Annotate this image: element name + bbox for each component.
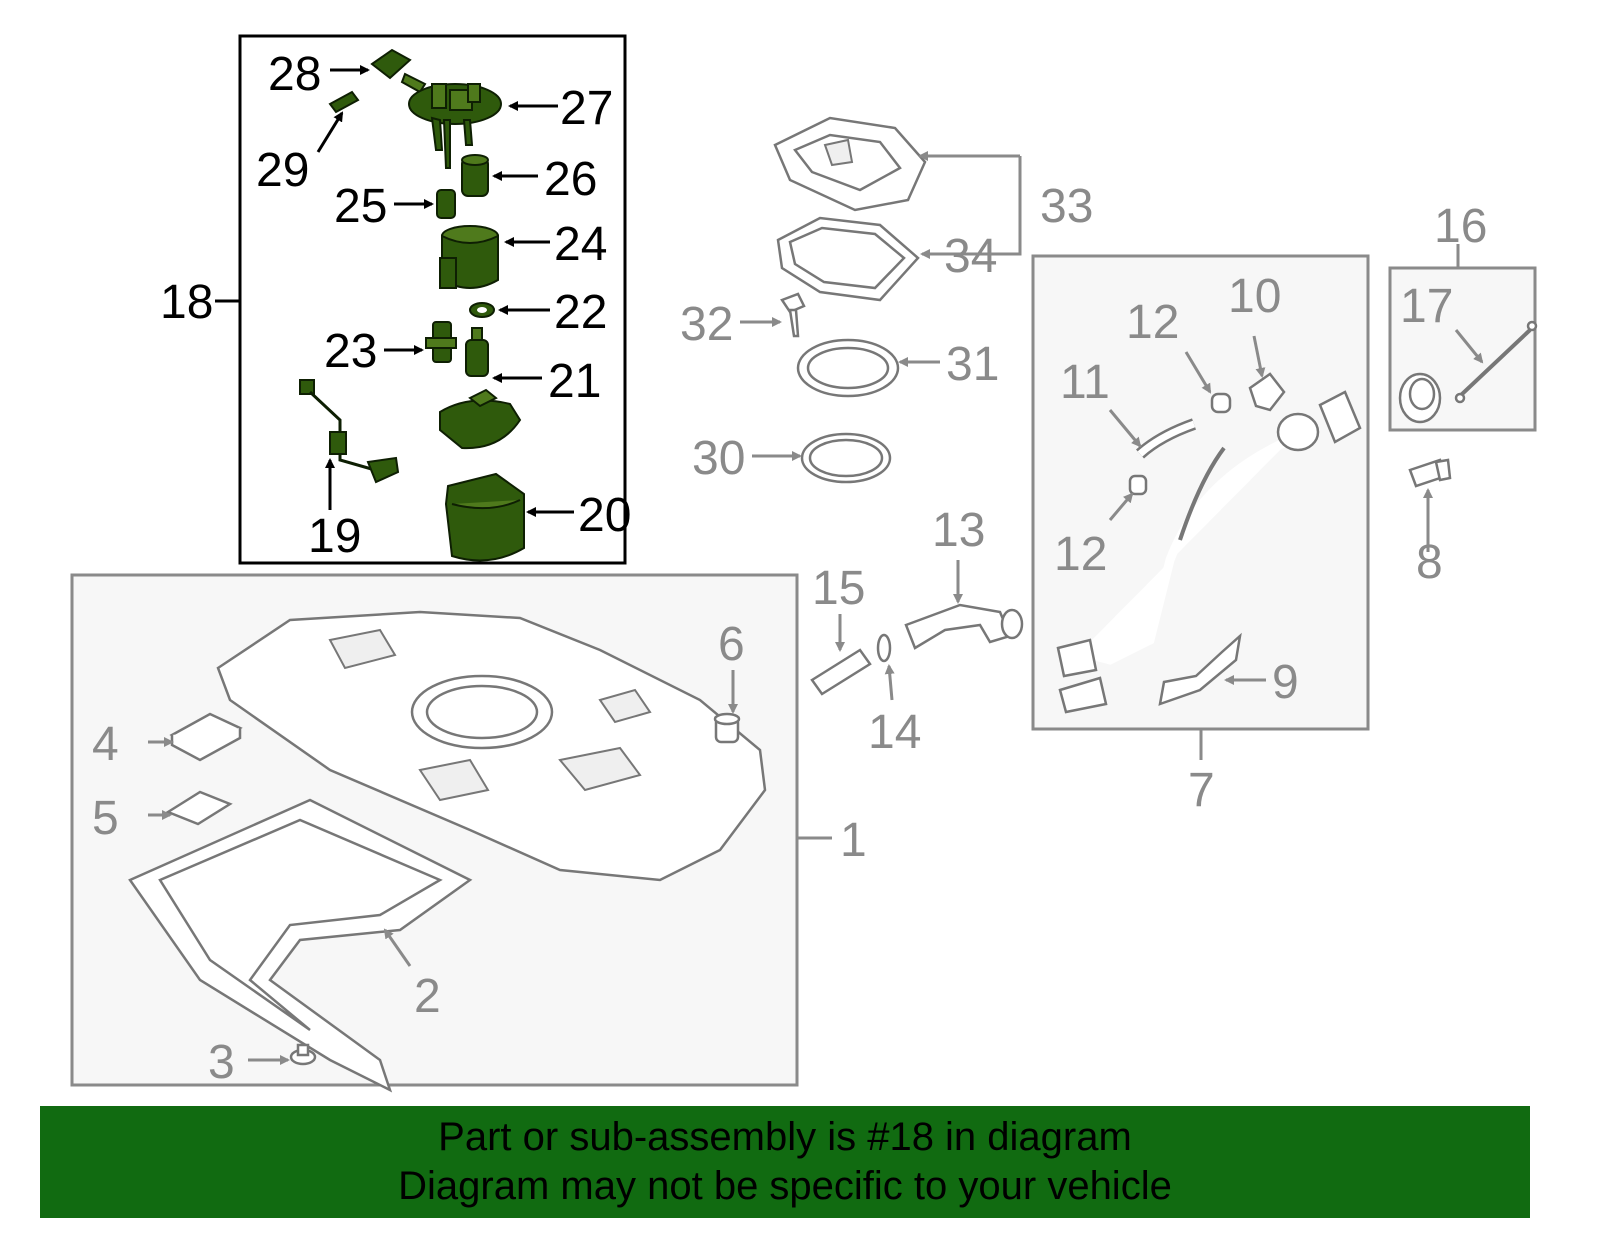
callout-7: 7 [1188,764,1215,817]
callout-23: 23 [324,325,377,378]
callout-1: 1 [840,814,867,867]
callout-2: 2 [414,970,441,1023]
callout-34: 34 [944,230,997,283]
bolt-part-8 [1408,458,1452,488]
clamp-part-14 [876,633,892,663]
callout-27: 27 [560,82,613,135]
ring-part-31 [796,338,900,398]
callout-9: 9 [1272,656,1299,709]
callout-22: 22 [554,286,607,339]
pump-flange-part-27 [408,83,502,169]
callout-15: 15 [812,562,865,615]
callout-18: 18 [160,276,213,329]
callout-28: 28 [268,48,321,101]
callout-12-upper: 12 [1126,296,1179,349]
callout-26: 26 [544,153,597,206]
heat-shield-part-2 [128,798,473,1093]
bracket-part-9 [1158,632,1242,706]
callout-32: 32 [680,298,733,351]
callout-25: 25 [334,180,387,233]
leader-lines [148,65,1484,1065]
connector-part-28 [370,48,427,94]
callout-3: 3 [208,1036,235,1089]
strainer-part-24 [439,225,499,289]
bolt-part-32 [780,292,806,338]
callout-11: 11 [1060,356,1110,409]
callout-16: 16 [1434,200,1487,253]
filter-part-26 [461,154,489,197]
callout-6: 6 [718,618,745,671]
callout-17: 17 [1400,280,1453,333]
callout-labels: 18 28 29 27 26 25 24 22 23 21 20 19 33 3… [92,48,1487,1089]
o-ring-part-22 [469,302,495,318]
seal-part-30 [800,432,892,484]
pump-cover-part-33 [773,116,927,212]
callout-8: 8 [1416,536,1443,589]
level-sensor-part-19 [299,379,400,484]
fuel-cap-part-16 [1398,372,1442,424]
reservoir-cap-part [439,388,522,450]
regulator-part-25 [436,189,456,219]
callout-31: 31 [946,338,999,391]
tether-part-17 [1454,320,1538,404]
grommet-part-6 [713,712,741,744]
pad-part-5 [165,790,233,826]
callout-19: 19 [308,510,361,563]
callout-13: 13 [932,504,985,557]
clip-part-3 [289,1043,317,1066]
banner-line-1: Part or sub-assembly is #18 in diagram [438,1115,1132,1159]
callout-29: 29 [256,144,309,197]
sender-part-23 [425,321,457,363]
callout-24: 24 [554,218,607,271]
hose-part-29 [328,90,360,114]
callout-5: 5 [92,792,119,845]
info-banner: Part or sub-assembly is #18 in diagram D… [40,1106,1530,1218]
callout-21: 21 [548,355,601,408]
bracket-part-10 [1248,372,1286,412]
fuel-tank-part-1 [216,610,767,882]
banner-line-2: Diagram may not be specific to your vehi… [398,1164,1172,1208]
hose-part-15 [810,648,872,696]
reservoir-part-20 [444,472,525,562]
gasket-part-34 [776,216,920,302]
clip-part-12-upper [1210,392,1232,414]
filler-door-part [1318,390,1362,444]
filler-neck-part-7 [1056,412,1320,714]
callout-10: 10 [1228,270,1281,323]
fuel-pump-part-21 [465,327,489,377]
callout-20: 20 [578,489,631,542]
callout-4: 4 [92,718,119,771]
clip-part-12-lower [1128,474,1148,496]
hose-part-13 [904,603,1024,650]
callout-14: 14 [868,706,921,759]
callout-33: 33 [1040,180,1093,233]
tube-part-11 [1135,418,1197,459]
callout-12-lower: 12 [1054,528,1107,581]
callout-30: 30 [692,432,745,485]
